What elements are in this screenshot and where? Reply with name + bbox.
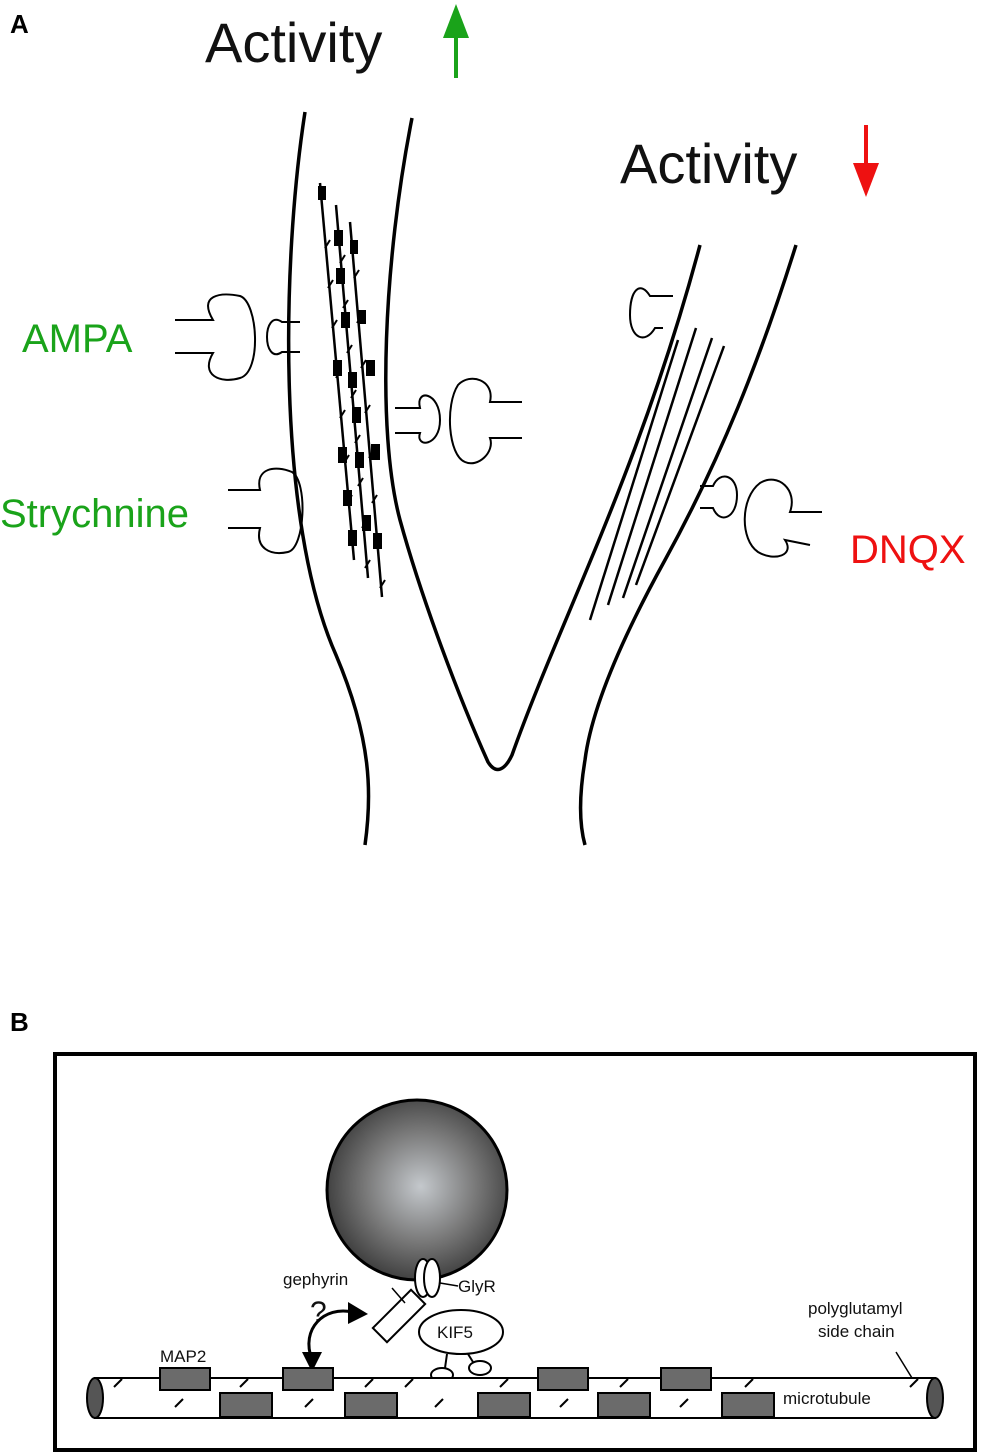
gephyrin-pointer xyxy=(391,1287,406,1304)
map2-label: MAP2 xyxy=(160,1347,206,1366)
polyglutamyl-side-chains xyxy=(113,1378,919,1408)
microtubule-label: microtubule xyxy=(783,1389,871,1408)
gephyrin-label: gephyrin xyxy=(283,1270,348,1289)
synapse-upper-right xyxy=(628,287,673,339)
panel-b-frame xyxy=(53,1052,977,1452)
dendrite-outline xyxy=(286,111,798,846)
glyr-label: GlyR xyxy=(458,1277,496,1296)
polyglutamyl-label-line-2: side chain xyxy=(818,1322,895,1341)
synapse-middle xyxy=(395,377,522,465)
activity-down-label: Activity xyxy=(620,132,797,195)
map2-bottom-row xyxy=(219,1392,775,1418)
activity-up-label: Activity xyxy=(205,11,382,74)
question-mark-label: ? xyxy=(310,1296,327,1329)
plain-microtubules xyxy=(588,327,726,621)
down-arrow-icon xyxy=(853,125,879,197)
panel-b-label: B xyxy=(10,1007,29,1037)
up-arrow-icon xyxy=(443,4,469,78)
glyr-icon xyxy=(414,1258,441,1298)
map2-blocks xyxy=(318,186,382,549)
kif5-icon xyxy=(418,1309,504,1355)
glyr-pointer xyxy=(439,1282,459,1287)
polyglutamyl-pointer xyxy=(895,1351,913,1379)
kif5-head-2 xyxy=(468,1360,492,1376)
dnqx-label: DNQX xyxy=(850,528,966,572)
vesicle-icon xyxy=(325,1098,509,1282)
panel-a-label: A xyxy=(10,9,29,39)
panel-b: B GlyR gephyrin KIF5 ? xyxy=(10,1007,977,1452)
synapse-ampa xyxy=(175,293,300,381)
kif5-legs xyxy=(444,1353,474,1369)
gephyrin-icon xyxy=(371,1288,427,1344)
strychnine-label: Strychnine xyxy=(0,492,189,536)
polyglutamyl-label-line-1: polyglutamyl xyxy=(808,1299,903,1318)
map2-top-row xyxy=(159,1367,712,1391)
bidirectional-arrow-icon xyxy=(302,1302,368,1372)
kif5-label: KIF5 xyxy=(437,1323,473,1342)
synapse-strychnine xyxy=(228,467,304,554)
ampa-label: AMPA xyxy=(22,317,133,361)
panel-a: A Activity Activity AMPA Strychnine DNQX xyxy=(0,4,966,846)
synapse-dnqx xyxy=(700,475,822,558)
